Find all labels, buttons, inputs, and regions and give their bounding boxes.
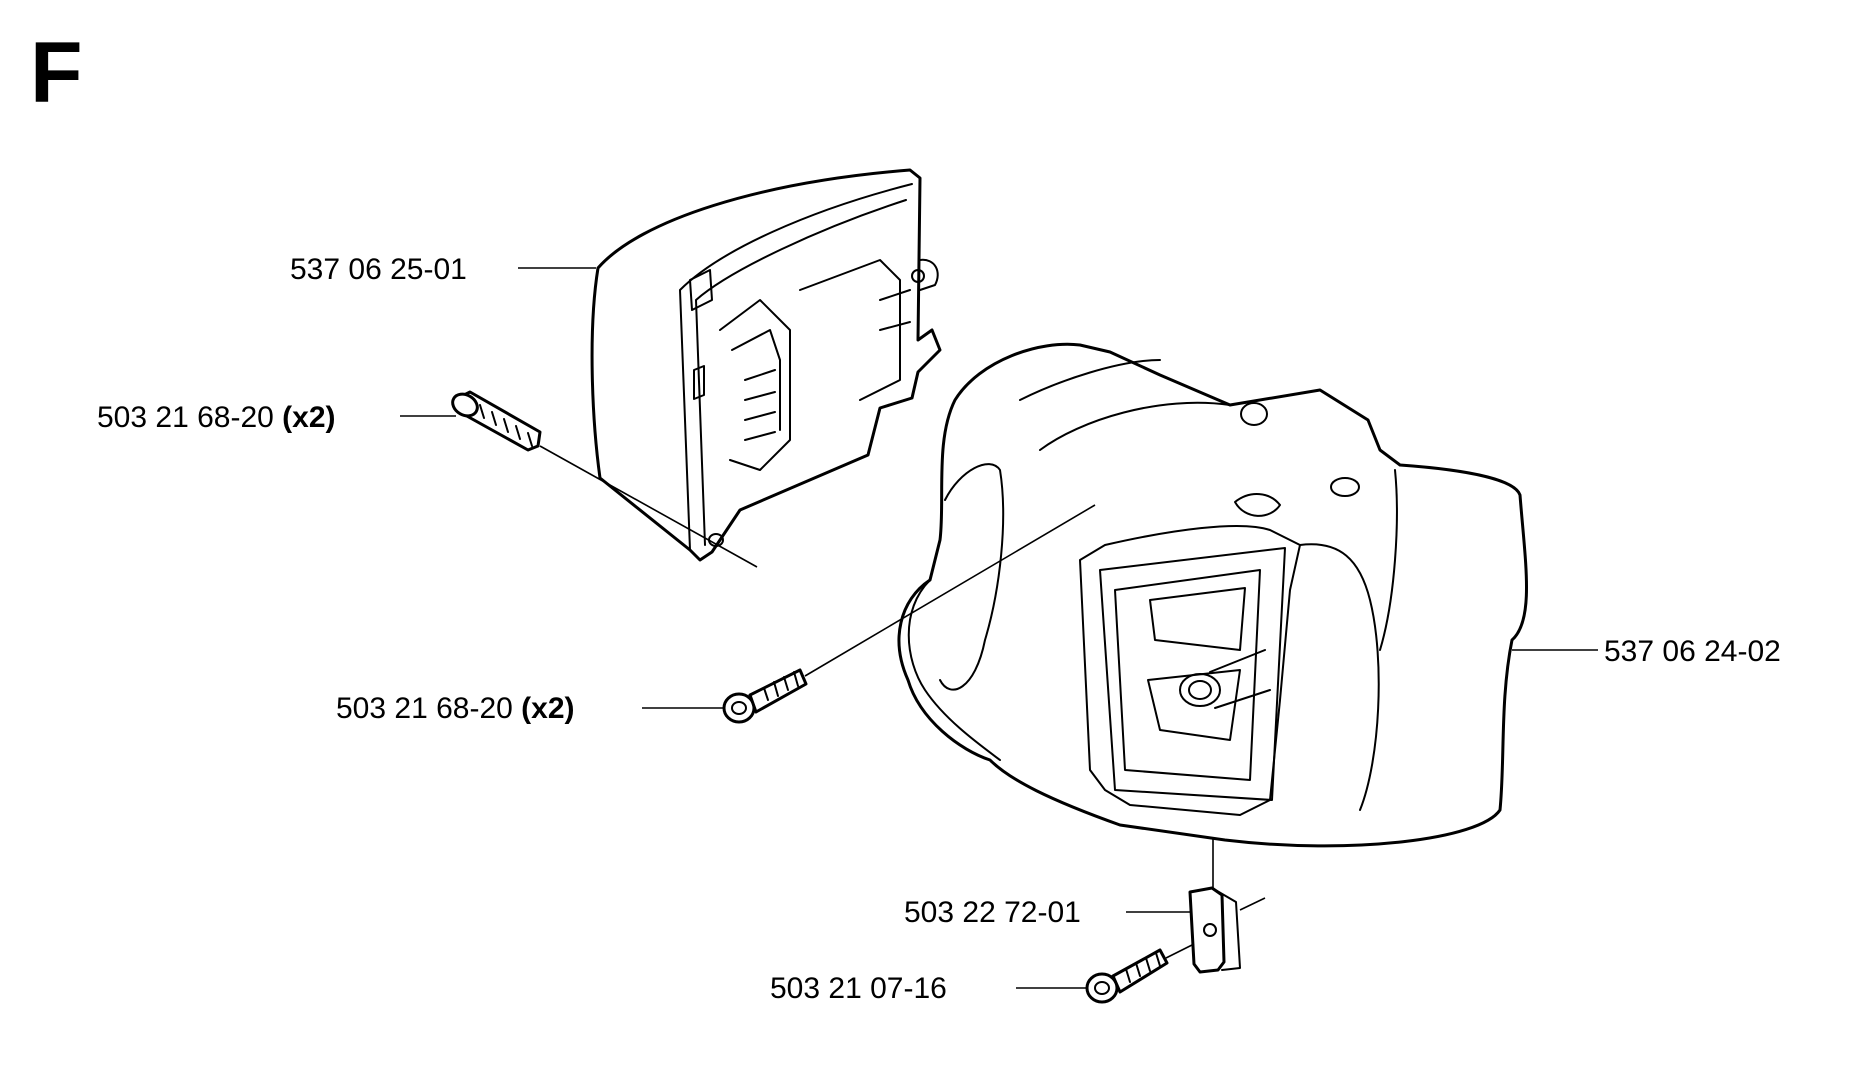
clip-part [1188,886,1241,974]
screw-top-part [451,390,542,452]
label-screw-mid: 503 21 68-20 (x2) [336,692,575,725]
section-letter: F [30,25,83,121]
screw-bottom-part [1085,948,1169,1004]
leader-lines [400,267,1598,989]
label-cover: 537 06 25-01 [290,253,467,286]
label-housing: 537 06 24-02 [1604,635,1781,668]
screw-top-qty: (x2) [282,401,335,434]
label-screw-bottom: 503 21 07-16 [770,972,947,1005]
screw-mid-part [722,668,808,724]
cover-part [590,168,942,562]
screw-top-number: 503 21 68-20 [97,401,274,434]
screw-mid-number: 503 21 68-20 [336,692,513,725]
label-clip: 503 22 72-01 [904,896,1081,929]
screw-mid-qty: (x2) [521,692,574,725]
label-screw-top: 503 21 68-20 (x2) [97,401,336,434]
housing-part [897,342,1528,848]
